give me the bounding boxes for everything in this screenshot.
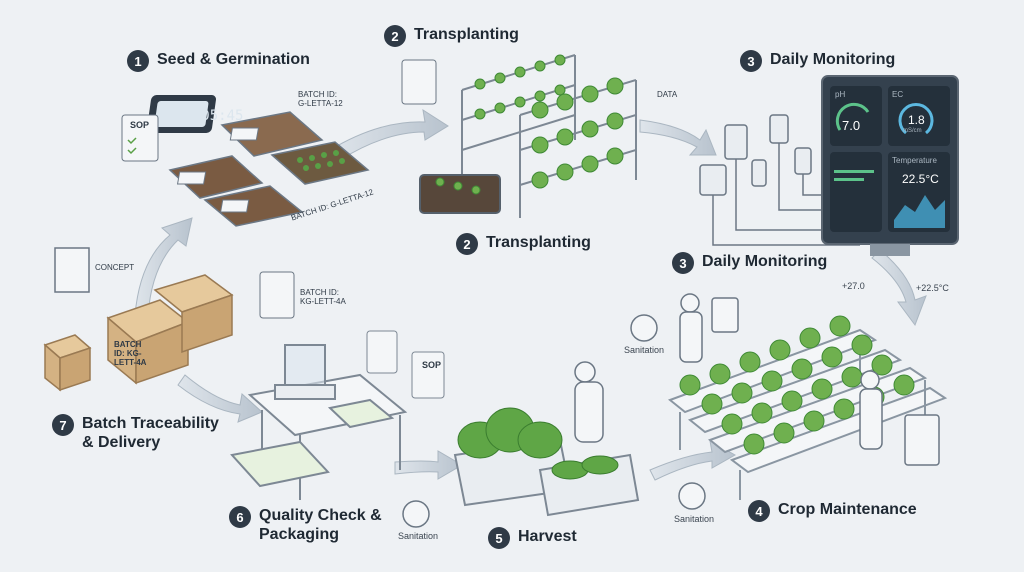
sanitation-label: Sanitation (398, 531, 439, 541)
monitor-display (821, 75, 959, 256)
temperature-value: 22.5°C (902, 172, 939, 186)
timer-display: 00:05:45 (176, 108, 244, 124)
step-4-crop-maintenance: 4 Crop Maintenance (748, 500, 917, 522)
delivery-boxes (43, 247, 295, 392)
step-title: Quality Check & Packaging (259, 507, 382, 543)
quality-station (230, 330, 445, 500)
batch-id-value: G-LETTA-12 (298, 99, 343, 108)
step-2-transplanting-top: 2 Transplanting (384, 25, 519, 47)
ph-value: 7.0 (842, 118, 861, 133)
step-title: Daily Monitoring (702, 253, 828, 270)
step-7-batch-traceability: 7 Batch Traceability & Delivery (52, 414, 232, 452)
sanitation-label: Sanitation (674, 514, 715, 524)
step-number: 3 (740, 50, 762, 72)
temp-reading-right: +22.5°C (916, 283, 949, 293)
step-title: Daily Monitoring (770, 51, 896, 68)
concept-label: CONCEPT (95, 263, 135, 272)
box-batch-label: BATCH ID: KG-LETT-4A (114, 340, 147, 367)
step-number: 2 (456, 233, 478, 255)
step-title: Seed & Germination (157, 51, 310, 68)
batch-id-2-label: BATCH ID: (300, 288, 339, 297)
step-2-transplanting: 2 Transplanting (456, 233, 591, 255)
batch-id-label: BATCH ID: (298, 90, 337, 99)
step-5-harvest: 5 Harvest (488, 527, 577, 549)
step-title: Harvest (518, 528, 577, 545)
step-title: Batch Traceability & Delivery (82, 415, 219, 451)
germination-trays (121, 95, 370, 227)
ec-unit: mS/cm (903, 128, 922, 134)
step-3-daily-monitoring: 3 Daily Monitoring (672, 252, 827, 274)
data-label: DATA (657, 90, 678, 99)
sop-label-2: SOP (422, 360, 442, 370)
sanitation-badges (402, 314, 706, 528)
rack-leaves (435, 54, 624, 195)
harvest-bins (453, 361, 640, 517)
step-number: 1 (127, 50, 149, 72)
sop-label: SOP (130, 120, 150, 130)
step-1-seed-germination: 1 Seed & Germination (127, 50, 310, 72)
flow-arrows (134, 108, 927, 481)
step-number: 2 (384, 25, 406, 47)
ph-label: pH (835, 90, 846, 99)
step-number: 4 (748, 500, 770, 522)
step-number: 6 (229, 506, 251, 528)
step-title: Crop Maintenance (778, 501, 917, 518)
step-3-daily-monitoring-top: 3 Daily Monitoring (740, 50, 895, 72)
temp-reading-left: +27.0 (842, 281, 865, 291)
temperature-label: Temperature (892, 156, 937, 165)
batch-id-2-value: KG-LETT-4A (300, 297, 346, 306)
step-number: 3 (672, 252, 694, 274)
step-title: Transplanting (486, 234, 591, 251)
sensor-devices (699, 114, 880, 246)
step-number: 7 (52, 414, 74, 436)
ec-label: EC (892, 90, 904, 99)
step-6-quality-check: 6 Quality Check & Packaging (229, 506, 389, 544)
ec-value: 1.8 (908, 113, 925, 127)
step-title: Transplanting (414, 26, 519, 43)
transplant-racks (401, 54, 637, 218)
step-number: 5 (488, 527, 510, 549)
nft-channels (667, 293, 948, 500)
sanitation-label: Sanitation (624, 345, 665, 355)
